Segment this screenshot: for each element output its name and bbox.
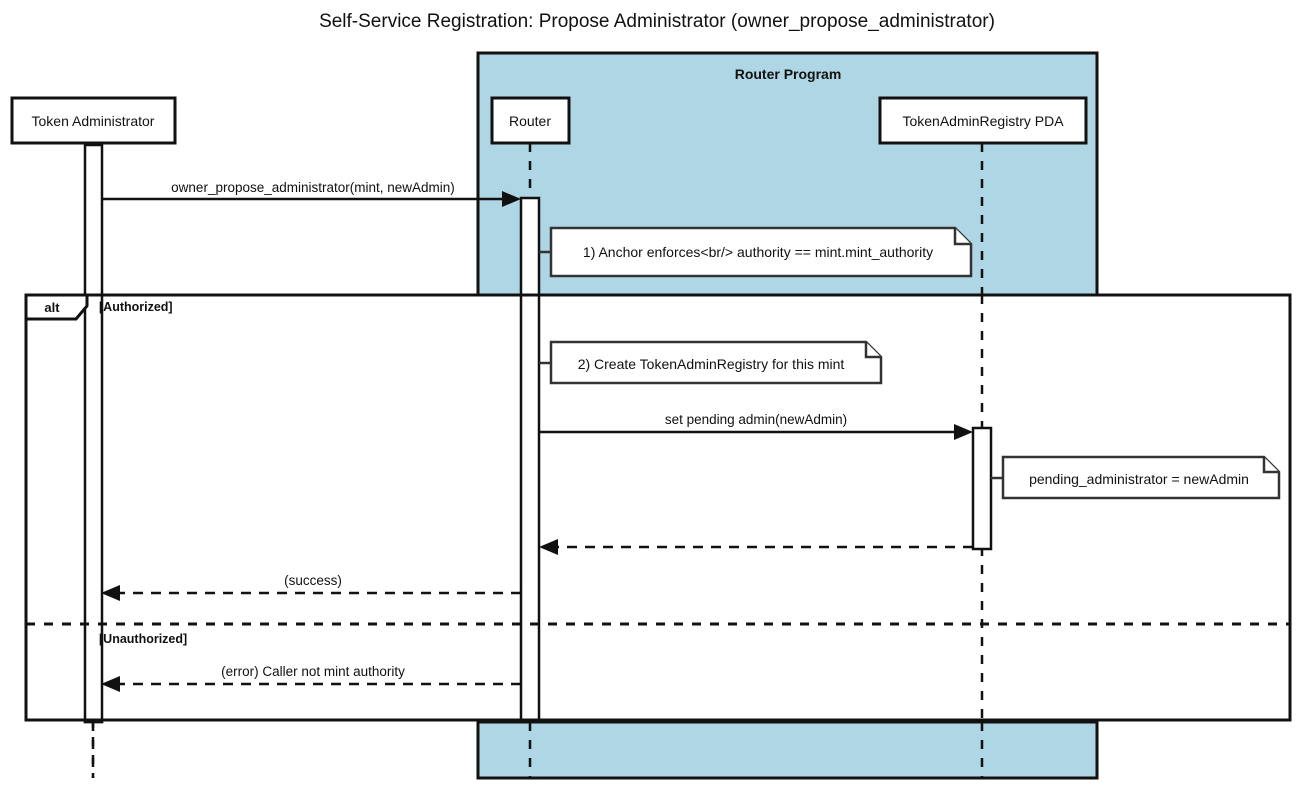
participant-token-admin-registry-pda[interactable]: TokenAdminRegistry PDA (878, 96, 1088, 145)
message-pda-return (539, 539, 973, 555)
note-text-create-registry: 2) Create TokenAdminRegistry for this mi… (578, 356, 845, 372)
alt-fragment-kind-label: alt (44, 300, 60, 315)
group-box-lower-strip (480, 722, 1095, 777)
participant-token-administrator[interactable]: Token Administrator (10, 96, 177, 145)
message-label-set-pending-admin: set pending admin(newAdmin) (665, 412, 847, 427)
note-pending-administrator: pending_administrator = newAdmin (991, 455, 1281, 500)
message-set-pending-admin: set pending admin(newAdmin) (539, 412, 973, 440)
message-error-return: (error) Caller not mint authority (101, 664, 521, 692)
arrowhead-set-pending-admin (954, 424, 973, 440)
alt-fragment-guard-authorized: [Authorized] (99, 300, 173, 314)
participant-label-token-administrator: Token Administrator (32, 113, 155, 129)
arrowhead-owner-propose-administrator (502, 191, 521, 207)
activation-bar-token-admin-registry-pda (971, 426, 993, 551)
participant-router[interactable]: Router (490, 96, 571, 145)
alt-fragment-guard-unauthorized: [Unauthorized] (99, 632, 187, 646)
participant-label-token-admin-registry-pda: TokenAdminRegistry PDA (902, 113, 1064, 129)
page-title: Self-Service Registration: Propose Admin… (319, 11, 995, 32)
note-text-pending-administrator: pending_administrator = newAdmin (1029, 471, 1249, 487)
participant-label-router: Router (509, 113, 551, 129)
note-anchor-enforces: 1) Anchor enforces<br/> authority == min… (539, 226, 973, 278)
activation-bar-router-in-fragment (519, 293, 541, 724)
arrowhead-pda-return (539, 539, 558, 555)
activation-bar-token-administrator-in-fragment (83, 293, 104, 724)
message-success-return: (success) (101, 573, 521, 601)
note-text-anchor-enforces: 1) Anchor enforces<br/> authority == min… (583, 244, 933, 260)
arrowhead-error-return (101, 676, 120, 692)
group-box-label: Router Program (735, 66, 842, 82)
group-box-lower-outline (476, 720, 1099, 780)
note-create-registry: 2) Create TokenAdminRegistry for this mi… (539, 340, 883, 385)
message-owner-propose-administrator: owner_propose_administrator(mint, newAdm… (101, 180, 521, 207)
message-label-error-return: (error) Caller not mint authority (221, 664, 405, 679)
alt-fragment-kind-badge: alt (24, 293, 89, 321)
message-label-success-return: (success) (284, 573, 342, 588)
message-label-owner-propose-administrator: owner_propose_administrator(mint, newAdm… (171, 180, 455, 195)
arrowhead-success-return (101, 585, 120, 601)
